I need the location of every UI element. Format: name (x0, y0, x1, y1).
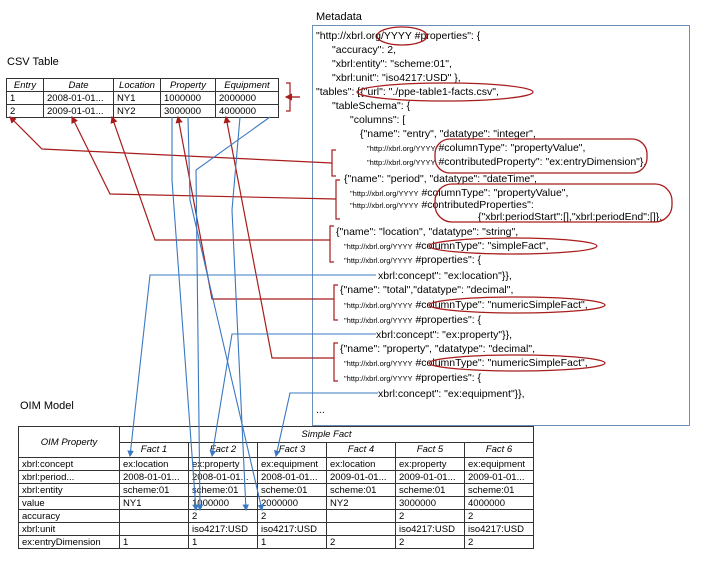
meta-line: "http://xbrl.org/YYYY #contributedProper… (367, 156, 646, 169)
meta-line: xbrl:concept": "ex:property"}}, (376, 329, 513, 341)
oim-model-title: OIM Model (20, 400, 74, 412)
meta-prefix: "http://xbrl.org/YYYY (344, 374, 413, 383)
meta-line: "http://xbrl.org/YYYY #contributedProper… (350, 199, 534, 212)
meta-text: #columnType": "propertyValue", (421, 187, 569, 199)
meta-line: "http://xbrl.org/YYYY #columnType": "num… (344, 299, 588, 312)
highlight-ellipse (428, 237, 598, 255)
meta-text: #columnType": "numericSimpleFact", (415, 357, 588, 369)
csv-cell: 4000000 (215, 104, 279, 118)
red-bracket (335, 179, 340, 220)
oim-cell: 2 (326, 535, 396, 549)
meta-line: {"xbrl:periodStart":[],"xbrl:periodEnd":… (478, 211, 663, 223)
meta-line: "http://xbrl.org/YYYY #columnType": "pro… (350, 187, 568, 200)
meta-text: #columnType": "simpleFact", (415, 240, 549, 252)
meta-line: "http://xbrl.org/YYYY #properties": { (344, 372, 481, 385)
red-connector (71, 115, 337, 200)
red-bracket (331, 149, 336, 177)
red-bracket (333, 342, 338, 382)
highlight-ellipse (428, 354, 606, 372)
meta-text: #contributedProperties": (421, 199, 534, 211)
blue-connector (273, 392, 378, 458)
meta-prefix: "http://xbrl.org/YYYY (344, 242, 413, 251)
oim-cell: 2 (464, 535, 534, 549)
meta-prefix: "http://xbrl.org/YYYY (344, 256, 413, 265)
meta-prefix: "http://xbrl.org/YYYY (344, 316, 413, 325)
meta-line: {"name": "property", "datatype": "decima… (340, 343, 535, 355)
csv-table: Entry Date Location Property Equipment 1… (6, 78, 279, 118)
oim-cell: 1 (119, 535, 189, 549)
table-row: 1 2008-01-01... NY1 1000000 2000000 (6, 91, 279, 105)
red-connector (223, 115, 334, 359)
meta-line: {"name": "entry", "datatype": "integer", (360, 128, 536, 140)
meta-line: "http://xbrl.org/YYYY #columnType": "sim… (344, 240, 549, 253)
blue-connector (231, 116, 250, 512)
meta-line: "http://xbrl.org/YYYY #columnType": "pro… (367, 142, 585, 155)
meta-line: "http://xbrl.org/YYYY #properties": { (316, 30, 481, 42)
meta-line: xbrl:concept": "ex:equipment"}}, (378, 388, 525, 400)
highlight-ellipse (434, 138, 648, 174)
blue-connector (127, 274, 376, 458)
oim-table: OIM Property Simple Fact Fact 1 Fact 2 F… (18, 426, 534, 549)
meta-line: xbrl:concept": "ex:location"}}, (378, 270, 512, 282)
meta-line: "accuracy": 2, (332, 44, 397, 56)
meta-line: {"name": "total","datatype": "decimal", (340, 284, 514, 296)
meta-prefix: "http://xbrl.org/YYYY (350, 201, 419, 210)
meta-line: "xbrl:unit": "iso4217:USD" }, (332, 72, 461, 84)
table-row: 2 2009-01-01... NY2 3000000 4000000 (6, 104, 279, 118)
red-bracket (329, 225, 334, 263)
blue-connector (195, 116, 271, 512)
meta-line: "xbrl:entity": "scheme:01", (332, 58, 452, 70)
oim-cell: 1 (188, 535, 258, 549)
oim-cell: 2 (395, 535, 465, 549)
red-connector (9, 116, 333, 164)
meta-text: #properties": { (415, 314, 482, 326)
oim-fact-row: Fact 1 Fact 2 Fact 3 Fact 4 Fact 5 Fact … (19, 441, 534, 458)
blue-connector (209, 333, 376, 458)
meta-prefix: "http://xbrl.org/YYYY (350, 189, 419, 198)
meta-line: "http://xbrl.org/YYYY #properties": { (344, 254, 481, 267)
highlight-ellipse (376, 26, 428, 46)
highlight-ellipse (428, 296, 606, 314)
oim-property-label: ex:entryDimension (18, 535, 120, 549)
meta-text: #columnType": "numericSimpleFact", (415, 299, 588, 311)
meta-line: "tableSchema": { (332, 100, 411, 112)
meta-line: {"name": "period", "datatype": "dateTime… (344, 173, 537, 185)
meta-prefix: "http://xbrl.org/YYYY (367, 158, 436, 167)
meta-prefix: "http://xbrl.org/YYYY (367, 144, 436, 153)
meta-line: "http://xbrl.org/YYYY #properties": { (344, 314, 481, 327)
highlight-ellipse (356, 82, 534, 102)
red-bracket (333, 284, 338, 321)
meta-text: #properties": { (415, 254, 482, 266)
meta-prefix: "http://xbrl.org/YYYY (344, 301, 413, 310)
highlight-ellipse (434, 183, 673, 223)
meta-line: ... (316, 404, 325, 416)
meta-text: #contributedProperty": "ex:entryDimensio… (438, 156, 647, 168)
meta-text: #properties": { (415, 372, 482, 384)
meta-text: #columnType": "propertyValue", (438, 142, 586, 154)
meta-line: "http://xbrl.org/YYYY #columnType": "num… (344, 357, 588, 370)
table-row: xbrl:period...2008-01-01...2008-01-01...… (18, 470, 534, 484)
metadata-title: Metadata (316, 11, 362, 23)
csv-table-title: CSV Table (7, 56, 59, 68)
red-connector (110, 115, 330, 241)
meta-line: "columns": [ (350, 114, 406, 126)
metadata-panel (312, 25, 690, 426)
blue-connector (171, 117, 199, 512)
meta-line: {"name": "location", "datatype": "string… (336, 226, 519, 238)
meta-prefix: "http://xbrl.org/YYYY (344, 359, 413, 368)
blue-connector (187, 116, 264, 512)
